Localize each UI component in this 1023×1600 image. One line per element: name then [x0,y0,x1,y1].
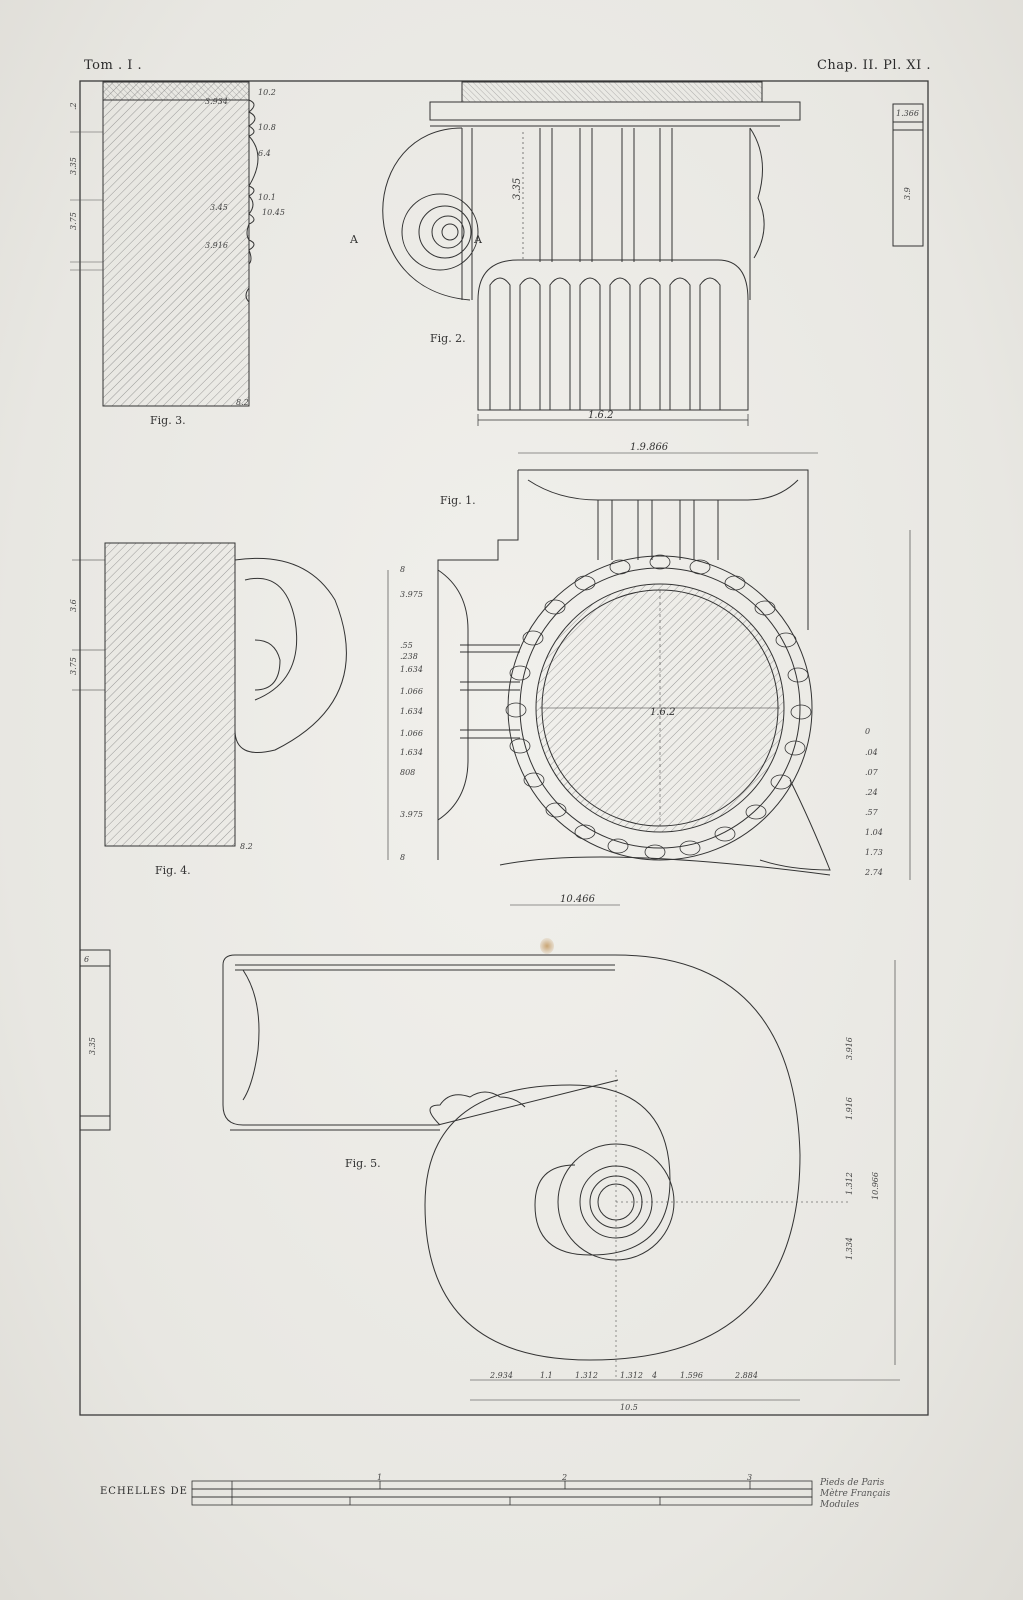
fig1-right-dim: 1.04 [865,828,883,837]
fig1-right-dims: 0 .04 .07 .24 .57 1.04 1.73 2.74 [864,727,883,877]
fig1-left-dim: 3.975 [400,590,423,599]
svg-text:3.35: 3.35 [512,178,523,200]
chapter-plate-label: Chap. II. Pl. XI . [816,58,931,73]
scale-tick: 3 [747,1473,752,1482]
tome-label: Tom . I . [84,58,143,73]
scale-unit-feet: Pieds de Paris [820,1478,885,1488]
fig1-bottom-dim: 10.466 [560,894,596,905]
fig1-label: Fig. 1. [440,494,476,507]
fig3-dim: 10.45 [262,208,285,217]
fig1-left-dim: .238 [400,652,418,661]
svg-text:3.75: 3.75 [69,657,78,675]
fig3-dim: 3.934 [205,97,228,106]
svg-text:1.6.2: 1.6.2 [588,410,613,421]
fig3-dim: 10.2 [258,88,276,97]
svg-text:3.75: 3.75 [69,212,78,230]
fig2-elevation [382,81,801,426]
fig1-left-dim: 808 [400,768,415,777]
svg-text:.2: .2 [69,102,78,110]
scale-unit-modules: Modules [820,1500,860,1510]
svg-text:3.35: 3.35 [69,157,78,175]
fig5-right-dims: 3.916 1.916 1.334 1.312 10.966 [845,1037,880,1260]
fig5-bottom-dim: 1.596 [680,1371,703,1380]
fig5-bottom-dim: 2.884 [734,1371,758,1380]
egg-and-dart-ring [505,554,812,860]
fig1-right-dim: .07 [865,768,879,777]
fig3-dim: 10.8 [258,123,276,132]
section-mark-a-right: A [473,233,483,246]
fig1-left-dim: 8 [400,565,405,574]
fig1-right-dim: .57 [865,808,879,817]
fig1-left-dim: 1.634 [400,707,423,716]
fig5-bottom-dim: 1.1 [540,1371,553,1380]
fig5-right-dim: 1.916 [845,1097,854,1120]
fig5-right-dim: 3.916 [845,1037,854,1060]
fig3-dim: 3.45 [210,203,228,212]
svg-text:3.35: 3.35 [88,1037,97,1055]
scale-label: ECHELLES DE [100,1486,188,1497]
fig4-profile [72,542,347,847]
scale-tick: 1 [377,1473,382,1482]
fig4-label: Fig. 4. [155,864,191,877]
fig5-bottom-dim: 4 [651,1371,657,1380]
fig1-left-dim: 3.975 [400,810,423,819]
fig5-bottom-dim: 2.934 [489,1371,513,1380]
fig1-top-dim: 1.9.866 [630,442,669,453]
fig1-left-dim: 1.634 [400,665,423,674]
svg-text:8.2: 8.2 [240,842,253,851]
fig5-bottom-dims: 2.934 1.1 1.312 1.312 4 1.596 2.884 10.5 [489,1371,758,1412]
fig1-left-dim: 1.634 [400,748,423,757]
fig3-dim: 3.916 [205,241,228,250]
fig3-profile: .2 3.35 3.75 3.934 10.2 10.8 6.4 10.1 3.… [69,81,285,427]
scale-bars [191,1480,813,1506]
fig5-bottom-dim: 1.312 [575,1371,598,1380]
fig5-right-dim: 1.334 [845,1237,854,1260]
fig3-label: Fig. 3. [150,414,186,427]
scale-tick: 2 [561,1473,567,1482]
fig2-label: Fig. 2. [430,332,466,345]
svg-text:6: 6 [84,955,89,964]
fig1-right-dim: .24 [865,788,878,797]
fig3-dim: 10.1 [258,193,276,202]
abacus-detail [892,103,924,247]
fig3-dim: 8.2 [236,398,249,407]
fig1-right-dim: 0 [865,727,870,736]
svg-text:3.6: 3.6 [69,599,78,612]
scale-unit-metre: Mètre Français [820,1489,891,1499]
foxing-stain [540,938,554,954]
fig1-left-dims: 8 3.975 .55 .238 1.634 1.066 1.634 1.066… [400,565,423,862]
fig1-left-dim: 1.066 [400,687,423,696]
fig1-left-dim: 1.066 [400,729,423,738]
section-mark-a-left: A [349,233,359,246]
svg-text:3.9: 3.9 [903,187,912,200]
column-flutes [489,277,721,410]
fig1-left-dim: .55 [400,641,413,650]
plate-border [79,80,929,1416]
svg-text:1.366: 1.366 [896,109,919,118]
fig5-total-dim: 10.5 [620,1403,638,1412]
fig1-plan [387,452,911,906]
fig5-volute [79,949,900,1401]
fig5-bottom-dim: 1.312 [620,1371,643,1380]
fig5-right-dim: 1.312 [845,1172,854,1195]
fig1-diameter-dim: 1.6.2 [650,707,675,718]
fig1-right-dim: 1.73 [865,848,883,857]
fig1-left-dim: 8 [400,853,405,862]
fig3-dim: 6.4 [258,149,271,158]
fig5-label: Fig. 5. [345,1157,381,1170]
fig5-right-dim: 10.966 [871,1172,880,1200]
fig1-right-dim: 2.74 [864,868,883,877]
fig1-right-dim: .04 [865,748,878,757]
